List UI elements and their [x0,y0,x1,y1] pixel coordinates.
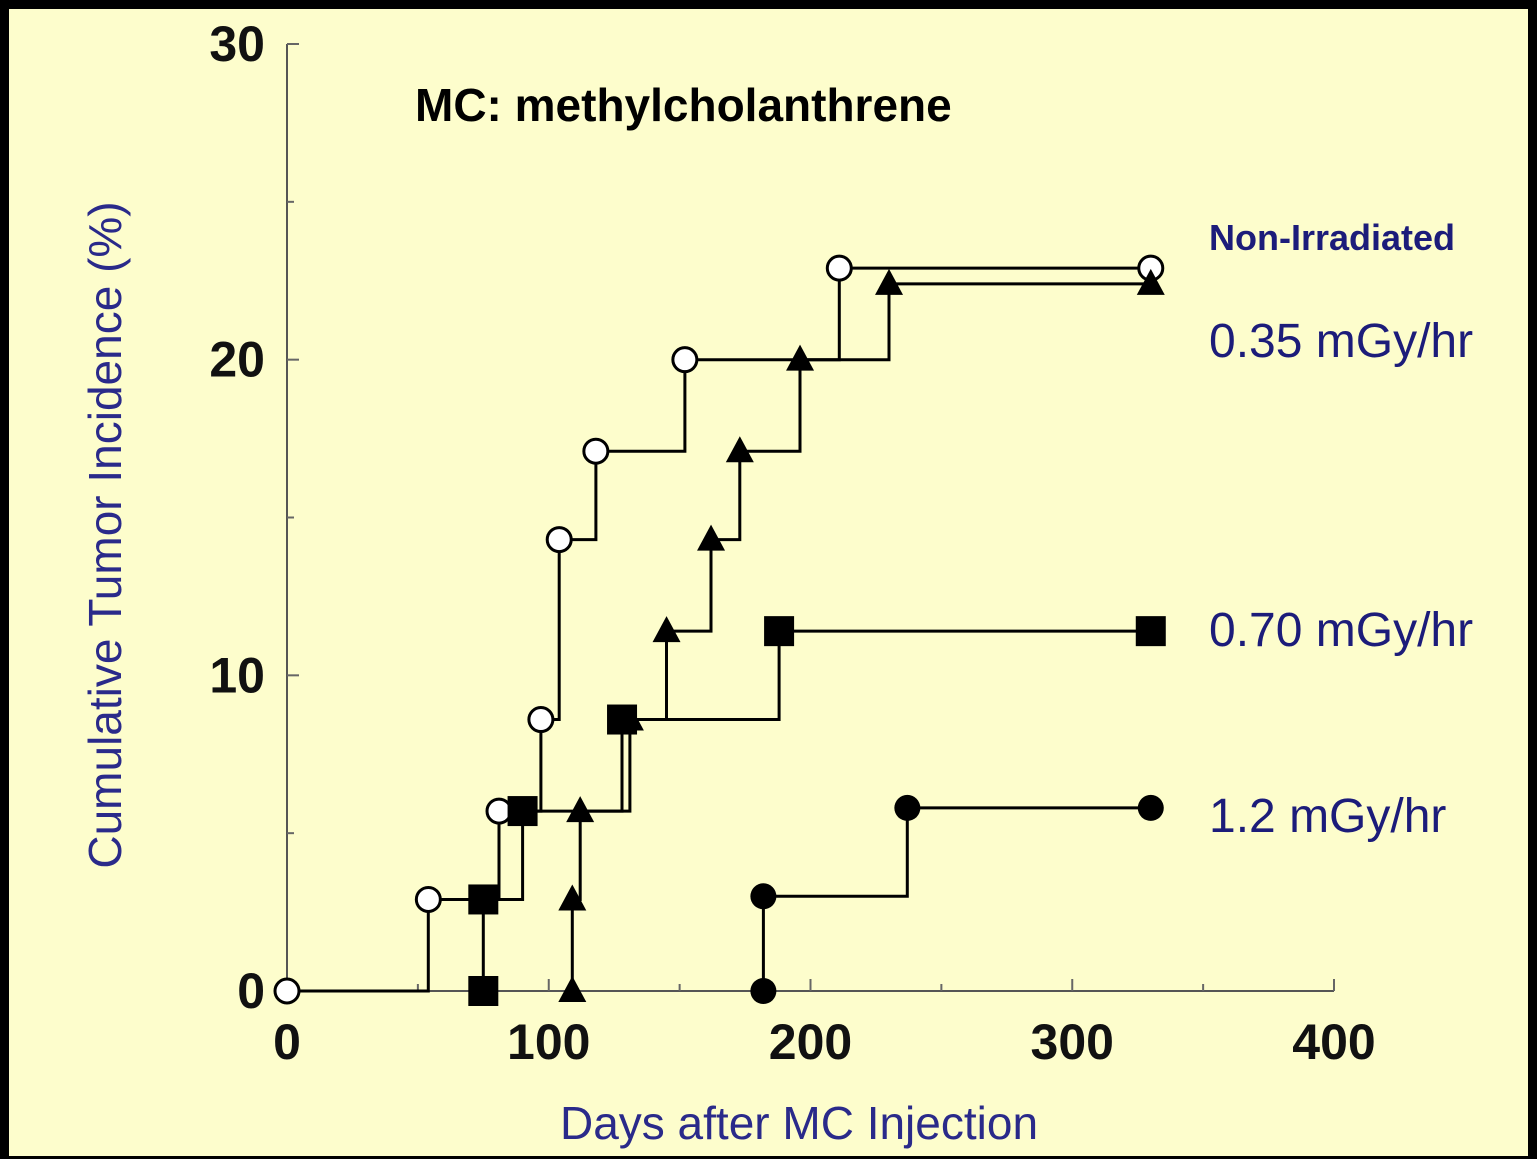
x-tick-label: 400 [1292,1014,1375,1070]
filled-triangle-marker [652,616,681,643]
series-layer [273,254,1166,1006]
filled-square-marker [1135,616,1166,647]
open-circle-marker [527,706,555,734]
open-circle-marker [414,885,442,913]
y-axis-label: Cumulative Tumor Incidence (%) [79,201,131,868]
filled-triangle-marker [558,884,587,911]
filled-triangle-marker [697,524,726,551]
series-line [287,266,1151,993]
filled-triangle-marker [875,268,904,295]
y-tick-label: 0 [237,963,265,1019]
filled-triangle-marker [786,344,815,371]
series-line [481,629,1151,991]
filled-square-marker [468,976,499,1006]
x-tick-label: 300 [1031,1014,1114,1070]
open-circle-marker [671,346,699,374]
y-tick-label: 10 [209,647,265,703]
filled-triangle-marker [1136,268,1165,295]
open-circle-marker [485,797,513,825]
x-tick-label: 200 [769,1014,852,1070]
chart-annotation: MC: methylcholanthrene [415,79,952,131]
filled-circle-marker [750,978,777,1004]
y-tick-label: 30 [209,16,265,72]
filled-circle-marker [894,794,921,821]
open-circle-marker [825,254,853,282]
x-tick-label: 0 [273,1014,301,1070]
filled-circle-marker [1137,794,1164,821]
filled-square-marker [507,796,538,827]
series-0 [273,254,1165,1005]
open-circle-marker [273,977,301,1005]
x-tick-label: 100 [507,1014,590,1070]
filled-square-marker [607,704,638,735]
filled-circle-marker [750,883,777,910]
legend-label-non-irradiated: Non-Irradiated [1209,217,1455,258]
legend-label-0-70: 0.70 mGy/hr [1209,604,1473,657]
filled-triangle-marker [725,436,754,463]
series-line [761,806,1151,991]
series-3 [750,794,1164,1004]
axes [286,44,1334,992]
series-line [570,282,1151,991]
y-tick-label: 20 [209,332,265,388]
filled-triangle-marker [566,796,595,823]
filled-square-marker [468,884,499,915]
x-axis-label: Days after MC Injection [560,1097,1038,1149]
open-circle-marker [545,526,573,554]
legend-label-1-2: 1.2 mGy/hr [1209,790,1446,843]
filled-square-marker [764,616,795,647]
open-circle-marker [582,437,610,465]
series-2 [468,616,1166,1006]
filled-triangle-marker [558,976,587,1002]
legend-label-0-35: 0.35 mGy/hr [1209,315,1473,368]
series-1 [558,268,1165,1002]
